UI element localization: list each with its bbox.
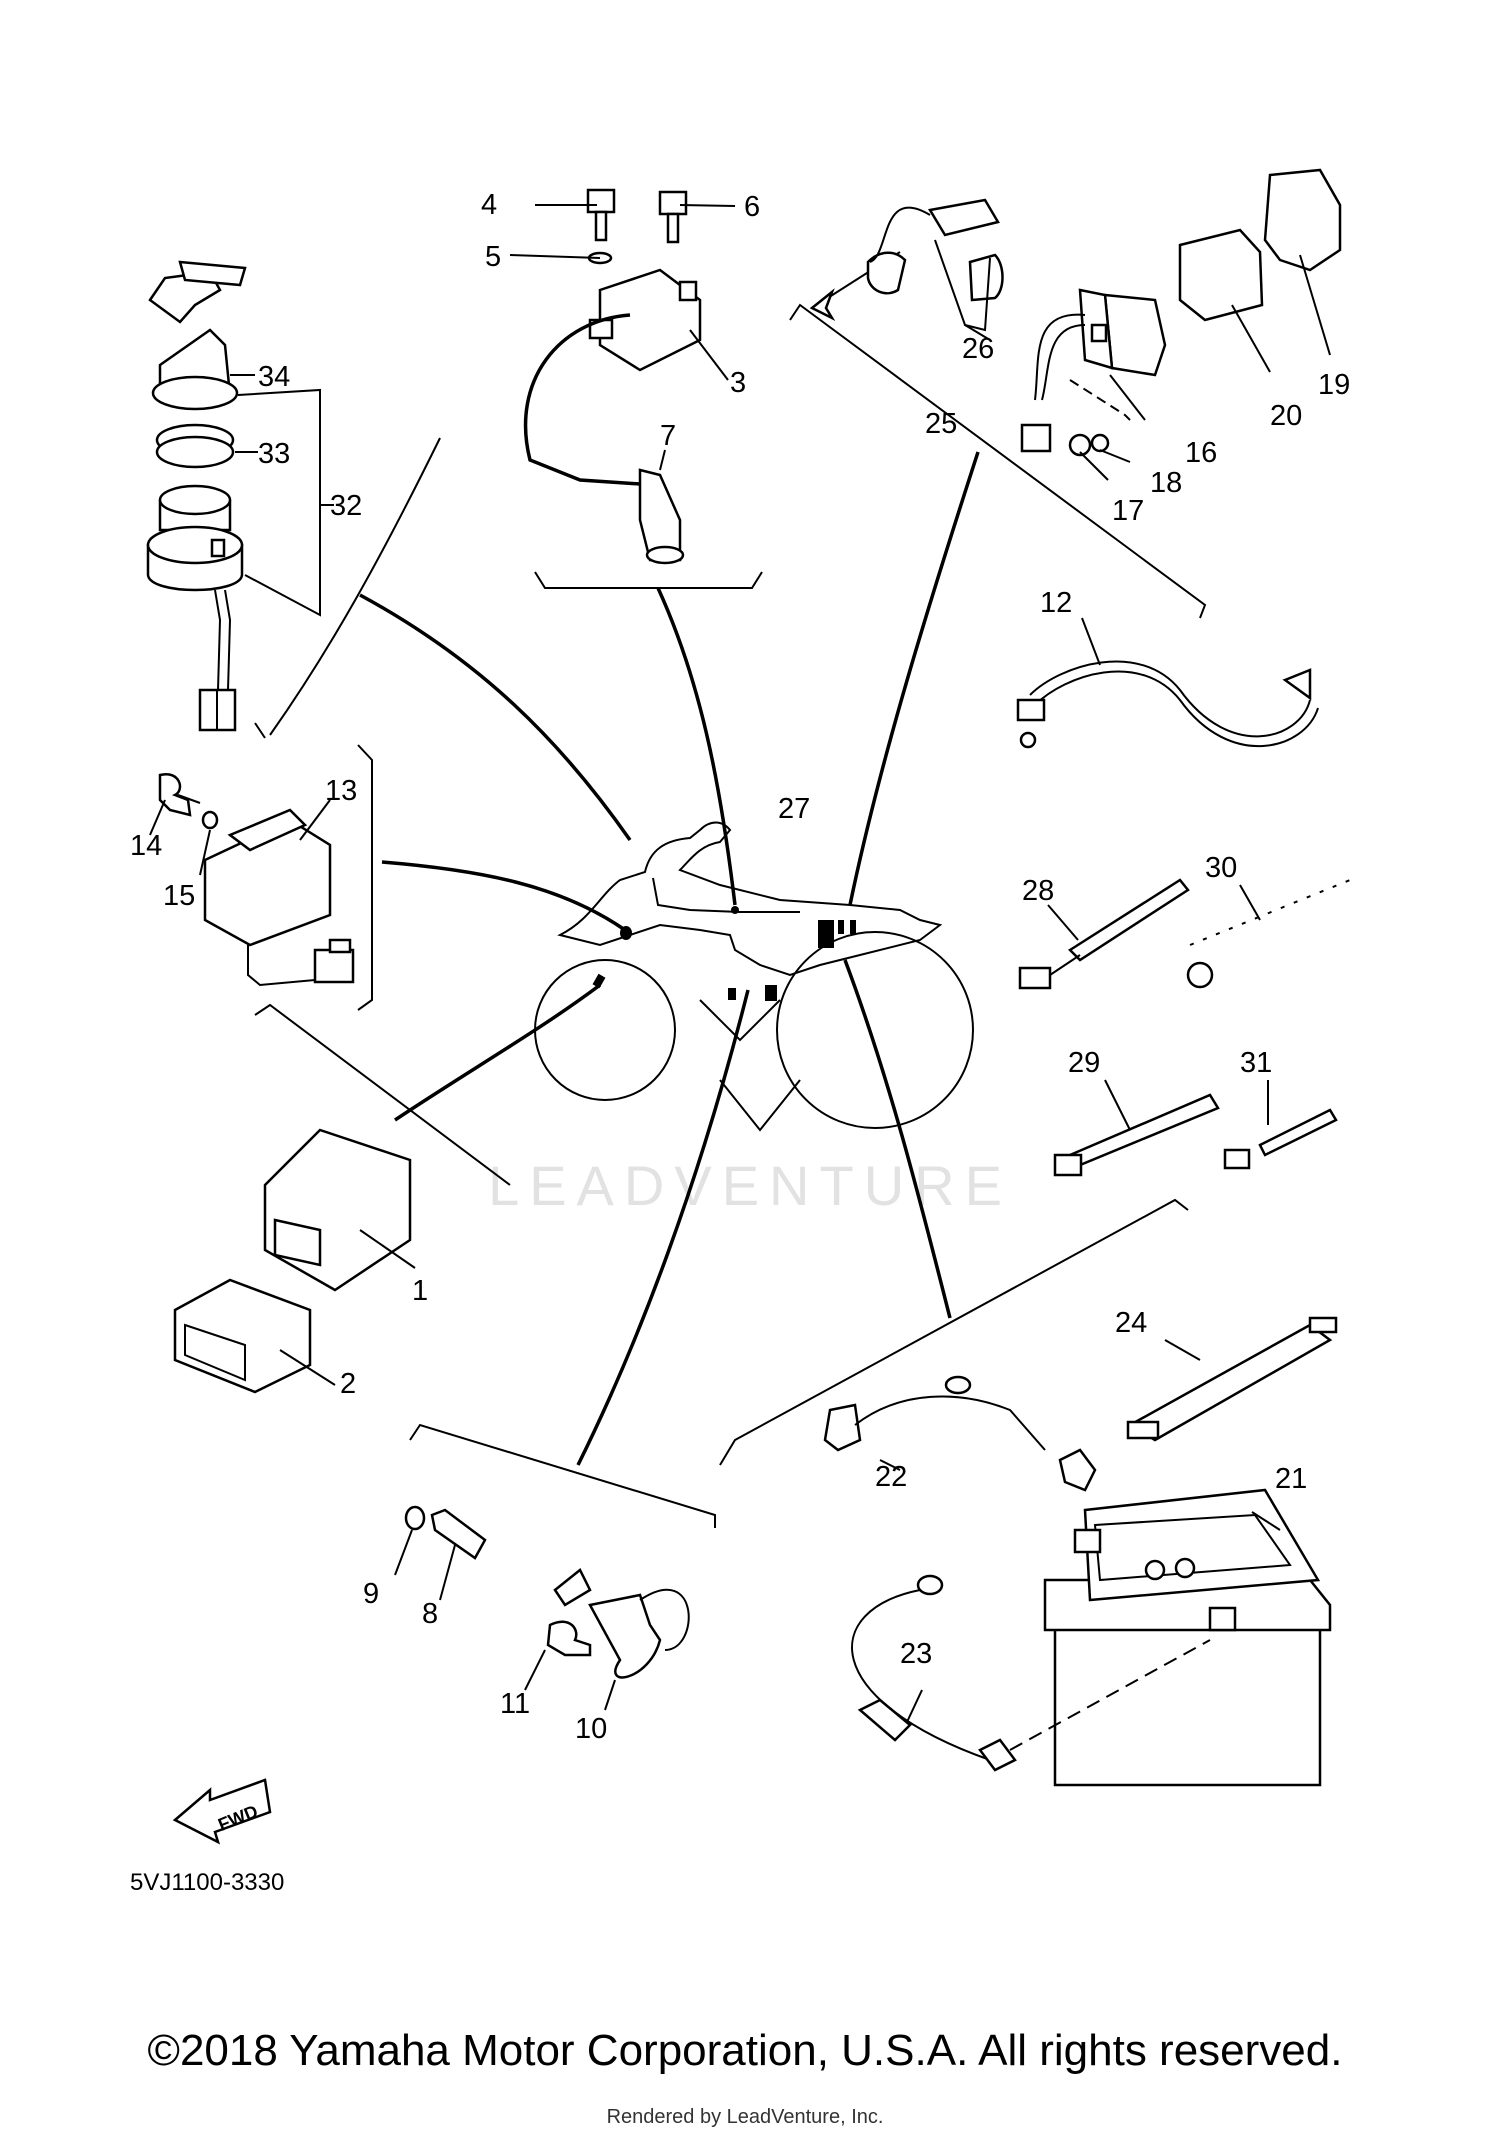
rendered-by: Rendered by LeadVenture, Inc. — [607, 2106, 884, 2128]
callout-15: 15 — [163, 880, 195, 912]
callout-3: 3 — [730, 367, 746, 399]
cdi-unit — [173, 1128, 416, 1394]
callout-labels: 1 2 3 4 5 6 7 8 9 10 11 12 13 14 15 16 1… — [130, 189, 1350, 1745]
callout-30: 30 — [1205, 852, 1237, 884]
callout-18: 18 — [1150, 467, 1182, 499]
lead-wire-12 — [1016, 617, 1319, 749]
callout-13: 13 — [325, 775, 357, 807]
vehicle-silhouette — [534, 821, 974, 1132]
callout-34: 34 — [258, 361, 290, 393]
callout-19: 19 — [1318, 369, 1350, 401]
callout-24: 24 — [1115, 1307, 1147, 1339]
watermark: LEADVENTURE — [488, 1154, 1012, 1217]
callout-25: 25 — [925, 408, 957, 440]
callout-7: 7 — [660, 420, 676, 452]
callout-1: 1 — [412, 1275, 428, 1307]
callout-10: 10 — [575, 1713, 607, 1745]
callout-4: 4 — [481, 189, 497, 221]
callout-8: 8 — [422, 1598, 438, 1630]
group-brackets — [254, 303, 1207, 1528]
fwd-arrow-icon: FWD — [172, 1778, 272, 1845]
diagram-code: 5VJ1100-3330 — [130, 1869, 284, 1896]
callout-26: 26 — [962, 333, 994, 365]
rectifier-regulator — [149, 772, 355, 987]
callout-16: 16 — [1185, 437, 1217, 469]
tie-bands — [1018, 878, 1351, 1177]
callout-17: 17 — [1112, 495, 1144, 527]
callout-29: 29 — [1068, 1047, 1100, 1079]
callout-21: 21 — [1275, 1463, 1307, 1495]
callout-32: 32 — [330, 490, 362, 522]
main-switch-assembly — [146, 260, 334, 732]
callout-11: 11 — [500, 1688, 530, 1720]
copyright-notice: ©2018 Yamaha Motor Corporation, U.S.A. A… — [148, 2026, 1343, 2075]
neutral-switch-group — [394, 1505, 690, 1711]
callout-2: 2 — [340, 1368, 356, 1400]
connection-lines — [359, 451, 980, 1466]
callout-20: 20 — [1270, 400, 1302, 432]
callout-23: 23 — [900, 1638, 932, 1670]
callout-14: 14 — [130, 830, 162, 862]
starter-relay-group — [809, 168, 1342, 481]
callout-27: 27 — [778, 793, 810, 825]
callout-31: 31 — [1240, 1047, 1272, 1079]
callout-6: 6 — [744, 191, 760, 223]
callout-5: 5 — [485, 241, 501, 273]
ignition-coil-group — [509, 188, 736, 565]
callout-33: 33 — [258, 438, 290, 470]
callout-12: 12 — [1040, 587, 1072, 619]
callout-28: 28 — [1022, 875, 1054, 907]
callout-22: 22 — [875, 1461, 907, 1493]
callout-9: 9 — [363, 1578, 379, 1610]
battery-group — [823, 1316, 1338, 1787]
